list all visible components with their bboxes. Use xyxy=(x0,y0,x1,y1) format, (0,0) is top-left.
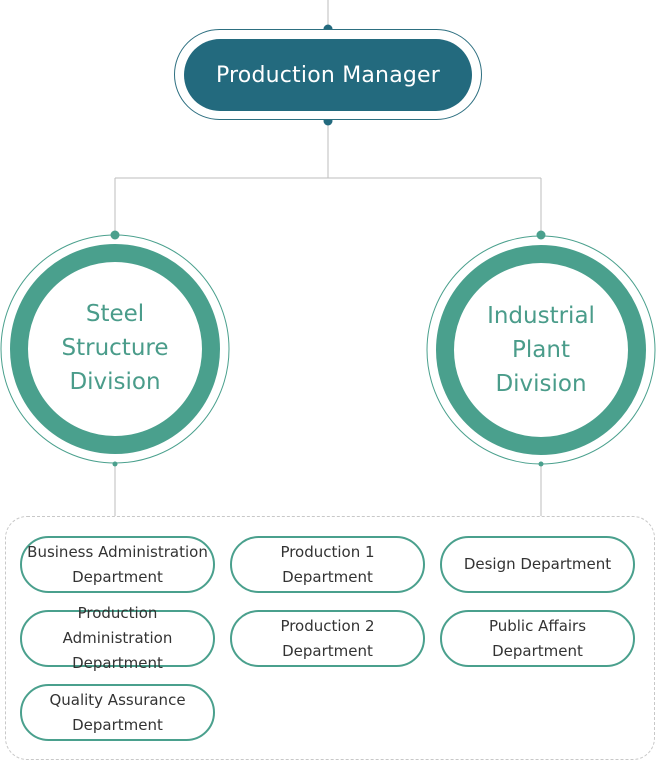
production-manager-label: Production Manager xyxy=(215,62,441,88)
dept-label: Production 2 Department xyxy=(280,616,375,660)
division-ring-steel xyxy=(0,230,230,467)
dept-label: Production Administration Department xyxy=(62,604,173,672)
dept-design: Design Department xyxy=(440,536,635,593)
dept-production-administration: Production Administration Department xyxy=(20,604,215,672)
dept-public-affairs: Public Affairs Department xyxy=(440,610,635,667)
dept-label: Design Department xyxy=(463,555,612,573)
departments-container xyxy=(5,516,655,760)
division-ring-plant xyxy=(426,230,656,467)
production-manager-node: Production Manager xyxy=(184,39,472,111)
dept-label: Public Affairs Department xyxy=(488,616,587,660)
dept-label: Production 1 Department xyxy=(280,542,375,586)
industrial-plant-division-label: Industrial Plant Division xyxy=(487,303,595,397)
dept-quality-assurance: Quality Assurance Department xyxy=(20,684,215,741)
dept-label: Quality Assurance Department xyxy=(49,690,186,734)
steel-structure-division-label: Steel Structure Division xyxy=(61,301,169,395)
dept-production-2: Production 2 Department xyxy=(230,610,425,667)
dept-business-administration: Business Administration Department xyxy=(20,536,215,593)
dept-label: Business Administration Department xyxy=(27,542,208,586)
dept-production-1: Production 1 Department xyxy=(230,536,425,593)
